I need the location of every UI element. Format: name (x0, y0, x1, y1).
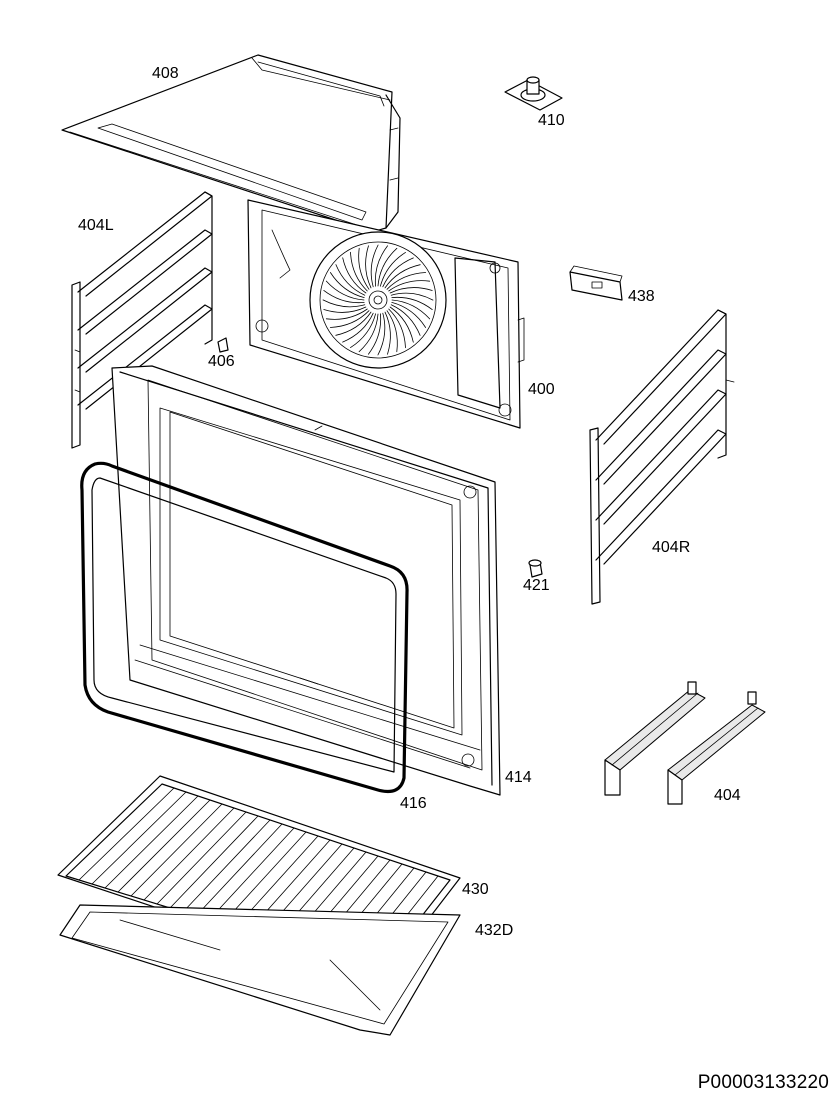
fan-blade (323, 290, 365, 304)
fan-blade (358, 313, 379, 353)
fan-blade (384, 311, 391, 355)
fan-blade (365, 245, 372, 289)
fan-blade (389, 306, 414, 343)
fan-blade (368, 313, 382, 355)
fan-blade (325, 308, 368, 320)
label-421: 421 (523, 577, 550, 594)
fan-blade (350, 251, 368, 292)
label-404R: 404R (652, 539, 690, 556)
fan-blade (390, 304, 421, 336)
fan-blade (329, 310, 370, 328)
fan-blade (325, 280, 365, 301)
part-400-back-panel[interactable] (247, 199, 525, 429)
fan-blade (330, 272, 365, 298)
label-408: 408 (152, 65, 179, 82)
label-432D: 432D (475, 922, 513, 939)
shelf-wire (156, 811, 247, 905)
label-400: 400 (528, 381, 555, 398)
shelf-wire (195, 823, 283, 917)
fan-blade (382, 257, 414, 288)
part-404R-right-shelf-support[interactable] (589, 309, 735, 605)
fan-blade (322, 299, 366, 308)
shelf-wire (169, 815, 259, 909)
part-432D-baking-tray[interactable] (59, 904, 461, 1036)
label-416: 416 (400, 795, 427, 812)
label-410: 410 (538, 112, 565, 129)
part-438-bracket[interactable] (569, 265, 623, 301)
part-408-top-cover[interactable] (61, 54, 401, 233)
fan-blade (391, 296, 433, 310)
label-430: 430 (462, 881, 489, 898)
label-406: 406 (208, 353, 235, 370)
fan-blade (350, 313, 376, 348)
part-410-motor-mount[interactable] (504, 76, 563, 111)
fan-blade (391, 302, 426, 328)
part-414-door-frame[interactable] (111, 365, 501, 796)
part-421-screw[interactable] (528, 559, 543, 578)
fan-blade (377, 312, 386, 356)
shelf-wire (104, 795, 199, 889)
shelf-wire (78, 787, 175, 881)
fan-blade (391, 299, 431, 320)
fan-blade (386, 310, 398, 353)
fan-blade (388, 308, 406, 349)
drawing-code: P00003133220 (697, 1072, 829, 1093)
part-404-telescopic-runners[interactable] (604, 681, 766, 805)
shelf-wire (117, 799, 211, 893)
fan-blade (374, 245, 388, 287)
shelf-wire (182, 819, 271, 913)
label-404: 404 (714, 787, 741, 804)
fan-blade (335, 311, 372, 336)
fan-blade (384, 264, 421, 289)
fan-blade (335, 264, 366, 296)
label-404L: 404L (78, 217, 114, 234)
fan-blade (389, 287, 433, 294)
fan-blade (358, 247, 370, 290)
label-414: 414 (505, 769, 532, 786)
shelf-wire (143, 807, 235, 901)
fan-blade (380, 252, 406, 287)
label-438: 438 (628, 288, 655, 305)
part-406-clip[interactable] (217, 337, 229, 353)
fan-blade (377, 247, 398, 287)
part-404L-left-shelf-support[interactable] (71, 191, 213, 449)
fan-blade (342, 257, 367, 294)
fan-blade (390, 292, 434, 301)
fan-blade (386, 272, 427, 290)
fan-blade (323, 306, 367, 313)
fan-blade (388, 280, 431, 292)
shelf-wire (208, 827, 295, 921)
shelf-wire (91, 791, 187, 885)
part-416-door-gasket[interactable] (80, 461, 409, 794)
fan-blade (342, 312, 374, 343)
fan-blade (370, 244, 379, 288)
shelf-wire (130, 803, 223, 897)
